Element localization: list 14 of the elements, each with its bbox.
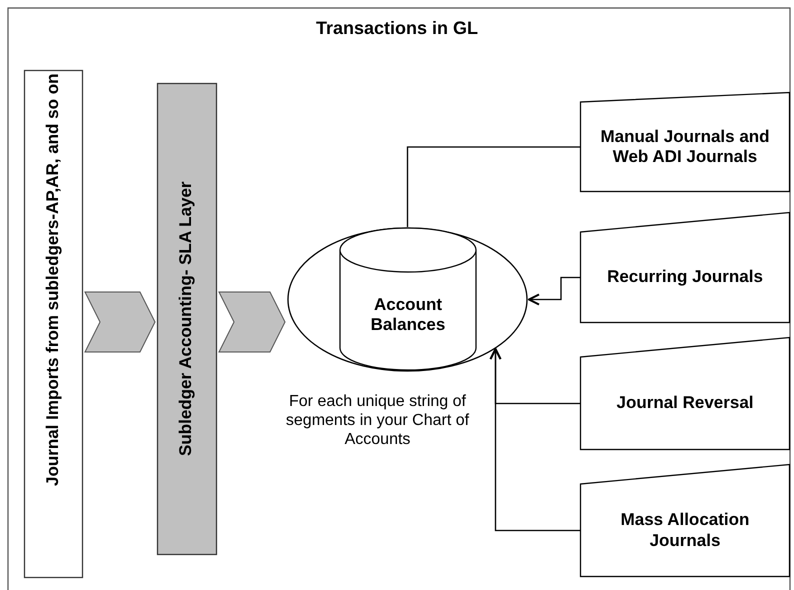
node-label: Manual Journals and Web ADI Journals (599, 126, 771, 168)
diagram-title: Transactions in GL (314, 18, 480, 40)
node-label: Mass Allocation Journals (620, 510, 750, 552)
connector-line (406, 146, 580, 227)
node-label: Account Balances (370, 294, 446, 336)
arrow (528, 276, 580, 306)
note-text: For each unique string of segments in your Chart of Accounts (284, 392, 470, 450)
chevron-arrow (218, 292, 286, 352)
chevron-arrow (84, 292, 156, 352)
vertical-label: Journal Imports from subledgers-AP,AR, and so on (42, 74, 62, 488)
vertical-label: Subledger Accounting- SLA Layer (176, 180, 196, 458)
node-label: Recurring Journals (606, 266, 764, 288)
arrow (490, 348, 580, 532)
node-label: Journal Reversal (615, 392, 754, 414)
